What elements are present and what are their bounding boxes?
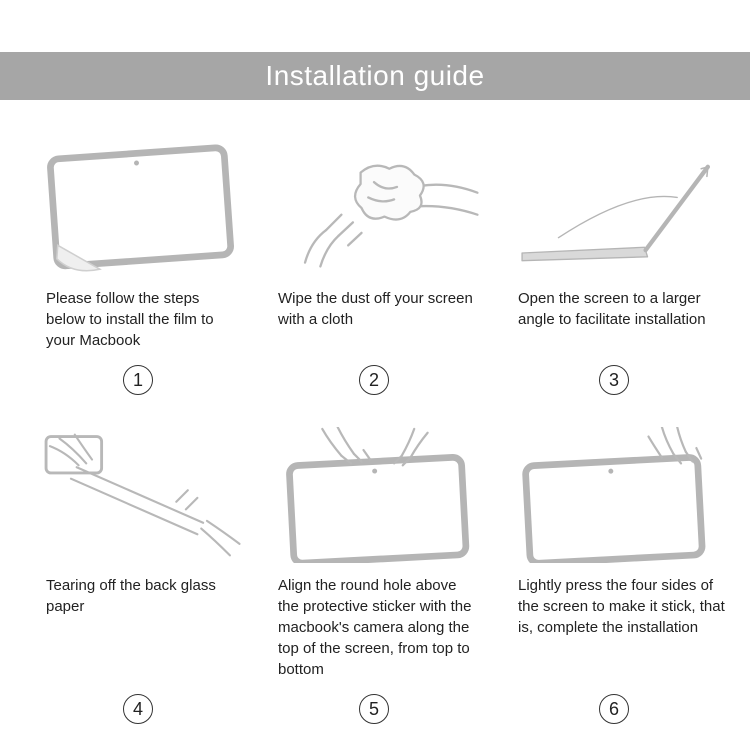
step-number-row: 4 (22, 684, 254, 724)
step-number-row: 1 (22, 355, 254, 395)
step-caption: Tearing off the back glass paper (46, 577, 216, 615)
step-4: Tearing off the back glass paper 4 (22, 425, 254, 724)
step-number-row: 3 (494, 355, 734, 395)
header-bar: Installation guide (0, 52, 750, 100)
hands-wiping-cloth-icon (254, 138, 494, 276)
step-1: Please follow the steps below to install… (22, 138, 254, 395)
step-2: Wipe the dust off your screen with a clo… (254, 138, 494, 395)
tablet-peel-corner-icon (22, 138, 254, 276)
step-number-row: 2 (254, 355, 494, 395)
step-number-badge: 2 (359, 365, 389, 395)
step-number-badge: 5 (359, 694, 389, 724)
step-number-badge: 3 (599, 365, 629, 395)
step-caption: Open the screen to a larger angle to fac… (518, 290, 706, 328)
step-caption: Wipe the dust off your screen with a clo… (278, 290, 473, 328)
steps-grid: Please follow the steps below to install… (22, 138, 734, 724)
step-caption: Lightly press the four sides of the scre… (518, 577, 725, 636)
step-number-badge: 4 (123, 694, 153, 724)
hands-aligning-film-icon (254, 425, 494, 563)
hand-pressing-sides-icon (494, 425, 734, 563)
laptop-open-wide-icon (494, 138, 734, 276)
step-number-badge: 1 (123, 365, 153, 395)
step-number-row: 6 (494, 684, 734, 724)
step-5: Align the round hole above the protectiv… (254, 425, 494, 724)
step-number-row: 5 (254, 684, 494, 724)
step-number-badge: 6 (599, 694, 629, 724)
hands-tearing-backing-icon (22, 425, 254, 563)
page-title: Installation guide (265, 60, 485, 91)
step-caption: Align the round hole above the protectiv… (278, 577, 472, 678)
step-caption: Please follow the steps below to install… (46, 290, 214, 349)
step-3: Open the screen to a larger angle to fac… (494, 138, 734, 395)
step-6: Lightly press the four sides of the scre… (494, 425, 734, 724)
